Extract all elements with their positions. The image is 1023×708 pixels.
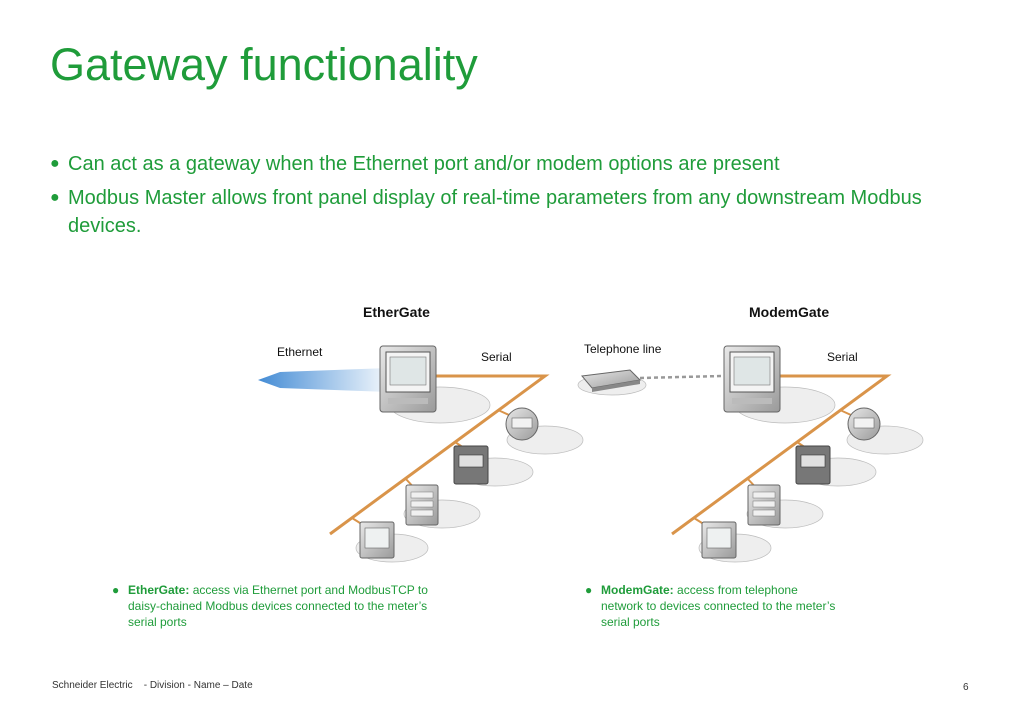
small-meter-icon — [702, 522, 736, 558]
module-device-icon — [406, 485, 438, 525]
footer-meta: - Division - Name – Date — [144, 680, 253, 691]
modemgate-caption: ● ModemGate: access from telephone netwo… — [585, 582, 841, 630]
module-device-icon — [748, 485, 780, 525]
telephone-line — [640, 376, 722, 378]
power-meter-icon — [380, 346, 436, 412]
caption-title: EtherGate: — [128, 583, 189, 597]
modem-icon — [578, 370, 646, 395]
small-meter-icon — [360, 522, 394, 558]
meter-device-icon — [454, 446, 488, 484]
footer-company: Schneider Electric — [52, 680, 133, 691]
page-number: 6 — [963, 682, 969, 693]
bullet-dot: ● — [112, 582, 119, 598]
meter-device-icon — [796, 446, 830, 484]
round-meter-icon — [848, 408, 880, 440]
round-meter-icon — [506, 408, 538, 440]
ethergate-caption: ● EtherGate: access via Ethernet port an… — [112, 582, 428, 630]
footer: Schneider Electric - Division - Name – D… — [52, 680, 253, 691]
ethernet-arrow-icon — [258, 368, 390, 392]
bullet-dot: ● — [585, 582, 592, 598]
power-meter-icon — [724, 346, 780, 412]
caption-title: ModemGate: — [601, 583, 674, 597]
